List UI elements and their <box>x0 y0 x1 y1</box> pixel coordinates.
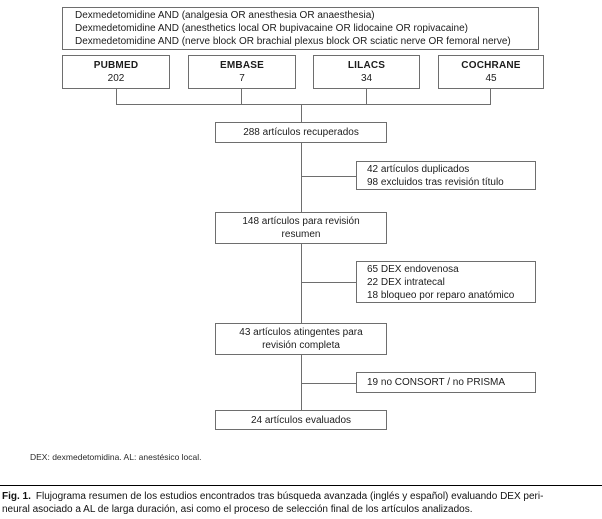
search-query-line: Dexmedetomidine AND (analgesia OR anesth… <box>75 10 375 21</box>
box-line: 24 artículos evaluados <box>250 414 352 426</box>
database-name: COCHRANE <box>461 60 521 71</box>
box-line: 148 artículos para revisión <box>242 216 360 227</box>
connector-stub-embase <box>241 89 242 104</box>
box-line: 43 artículos atingentes para <box>239 327 363 338</box>
connector-stub-lilacs <box>366 89 367 104</box>
flow-box-retrieved: 288 artículos recuperados <box>215 122 387 143</box>
database-count: 45 <box>485 73 497 84</box>
box-line: 98 excluidos tras revisión título <box>367 176 504 188</box>
connector-stub-cochrane <box>490 89 491 104</box>
search-strategy-box: Dexmedetomidine AND (analgesia OR anesth… <box>62 7 539 50</box>
flow-box-title-excluded: 42 artículos duplicados 98 excluidos tra… <box>356 161 536 190</box>
box-line: 19 no CONSORT / no PRISMA <box>367 377 506 388</box>
connector-retrieved-to-abstract <box>301 143 302 212</box>
search-query-line: Dexmedetomidine AND (anesthetics local O… <box>75 23 468 34</box>
database-box-cochrane: COCHRANE 45 <box>438 55 544 89</box>
box-line: revisión completa <box>262 340 340 351</box>
box-line: 18 bloqueo por reparo anatómico <box>367 289 515 301</box>
flow-box-evaluated: 24 artículos evaluados <box>215 410 387 430</box>
database-count: 7 <box>239 73 245 84</box>
flow-box-reporting-excluded: 19 no CONSORT / no PRISMA <box>356 372 536 393</box>
database-name: LILACS <box>347 60 386 71</box>
caption-line-1: Fig. 1. Flujograma resumen de los estudio… <box>2 490 600 503</box>
search-query-line: Dexmedetomidine AND (nerve block OR brac… <box>75 36 511 47</box>
flow-box-abstract-review: 148 artículos para revisión resumen <box>215 212 387 244</box>
connector-abstract-to-fulltext <box>301 244 302 323</box>
abbreviations-footnote: DEX: dexmedetomidina. AL: anestésico loc… <box>30 452 202 462</box>
figure-caption: Fig. 1. Flujograma resumen de los estudio… <box>2 490 600 516</box>
connector-branch-title-excluded <box>301 176 356 177</box>
database-box-embase: EMBASE 7 <box>188 55 296 89</box>
figure-label: Fig. 1. <box>2 491 31 502</box>
database-box-pubmed: PUBMED 202 <box>62 55 170 89</box>
box-line: 22 DEX intratecal <box>367 276 445 288</box>
caption-line-2: neural asociado a AL de larga duración, … <box>2 504 473 515</box>
flow-box-fulltext-review: 43 artículos atingentes para revisión co… <box>215 323 387 355</box>
database-count: 202 <box>107 73 125 84</box>
database-box-lilacs: LILACS 34 <box>313 55 420 89</box>
connector-drop-retrieved <box>301 104 302 122</box>
database-count: 34 <box>360 73 373 84</box>
database-name: EMBASE <box>220 60 264 71</box>
connector-branch-reporting-excluded <box>301 383 356 384</box>
flow-box-abstract-excluded: 65 DEX endovenosa 22 DEX intratecal 18 b… <box>356 261 536 303</box>
box-line: 42 artículos duplicados <box>367 163 470 175</box>
database-name: PUBMED <box>93 60 139 71</box>
box-line: resumen <box>281 229 321 240</box>
caption-text-1: Flujograma resumen de los estudios encon… <box>35 491 544 502</box>
connector-branch-abstract-excluded <box>301 282 356 283</box>
box-line: 288 artículos recuperados <box>243 127 359 138</box>
connector-collector <box>116 104 491 105</box>
caption-divider <box>0 485 602 486</box>
connector-fulltext-to-evaluated <box>301 355 302 410</box>
box-line: 65 DEX endovenosa <box>367 263 459 275</box>
connector-stub-pubmed <box>116 89 117 104</box>
